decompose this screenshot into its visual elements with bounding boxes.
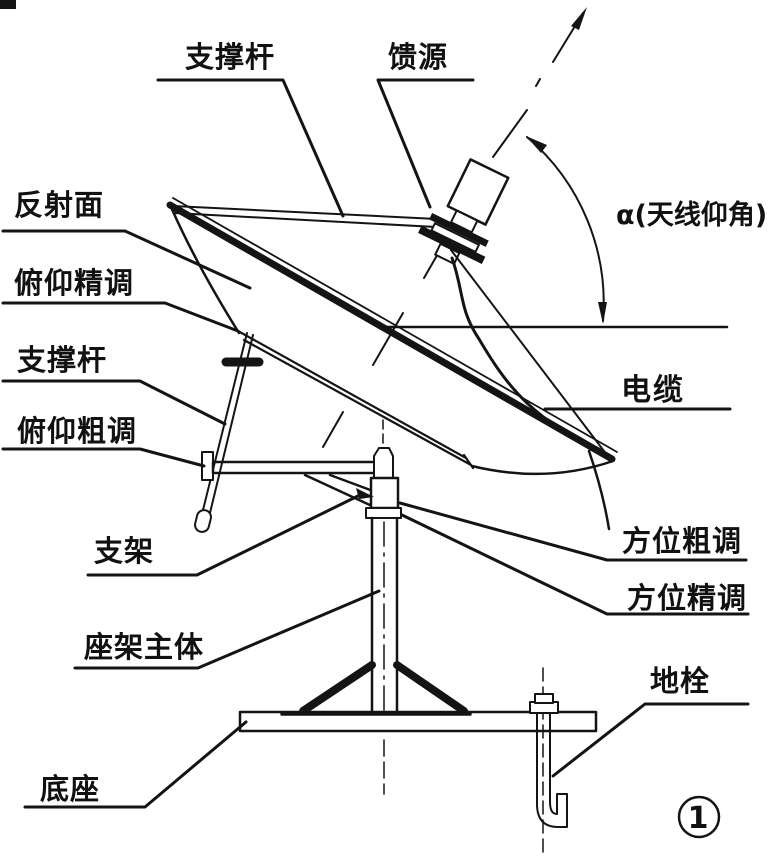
arc-arrowhead-bottom	[598, 302, 607, 324]
elevation-rod-end-cap	[194, 509, 212, 533]
elevation-arm	[211, 460, 376, 475]
ground-bolt-j-inner	[549, 711, 568, 815]
column-gusset-right	[393, 661, 468, 715]
leader-support-rod-left	[1, 379, 227, 426]
label-support-rod-left: 支撑杆	[17, 343, 107, 377]
leader-elevation-coarse	[1, 447, 206, 468]
leader-azimuth-fine	[400, 513, 750, 616]
leader-azimuth-coarse	[398, 501, 748, 562]
base-plate	[238, 710, 598, 733]
reflector-rim-band	[166, 201, 616, 463]
bracket-braces	[303, 473, 375, 508]
label-elevation-coarse: 俯仰粗调	[17, 414, 137, 448]
antenna-axis-centerline	[322, 12, 584, 448]
label-bracket: 支架	[94, 534, 154, 568]
leader-feed	[376, 78, 475, 209]
dish-back-beam	[236, 329, 475, 470]
leader-support-rod-top	[156, 78, 345, 218]
label-azimuth-coarse: 方位粗调	[622, 524, 742, 558]
cable-hanging-end	[587, 449, 611, 531]
arc-arrowhead-top	[526, 136, 547, 153]
label-ground-bolt: 地栓	[650, 664, 710, 698]
leader-elevation-fine	[1, 301, 240, 333]
feed-flange-3	[418, 225, 486, 264]
leader-reflector	[1, 229, 252, 290]
pedestal-top-cap	[373, 447, 394, 479]
pedestal-bracket-block	[369, 476, 400, 510]
azimuth-clamp-collar	[365, 507, 402, 519]
reflector-bowl-bottom-silhouette	[470, 459, 615, 476]
label-elevation-angle: α(天线仰角)	[616, 199, 767, 231]
label-reflector-surface: 反射面	[14, 188, 104, 222]
leader-bracket	[86, 492, 364, 577]
label-elevation-fine: 俯仰精调	[14, 266, 134, 300]
scan-artifact-corner	[0, 0, 16, 9]
elevation-angle-arc	[526, 136, 605, 322]
feed-support-rod	[172, 205, 438, 228]
label-azimuth-fine: 方位精调	[627, 581, 747, 615]
leader-lines	[1, 78, 750, 809]
ground-bolt-nut-upper	[534, 693, 554, 704]
reflector-rim-lip	[172, 197, 618, 453]
label-mount-main-body: 座架主体	[84, 630, 204, 664]
leader-ground-bolt	[551, 702, 750, 778]
feed-lower-strut	[450, 249, 608, 456]
callout-labels: 支撑杆 馈源 反射面 俯仰精调 支撑杆 俯仰粗调 支架 座架主体 底座 α(天线…	[14, 40, 767, 836]
label-cable: 电缆	[621, 373, 685, 408]
axis-arrowhead	[571, 7, 587, 30]
feed-horn-assembly	[418, 158, 510, 265]
feed-flange-1	[429, 213, 489, 247]
pedestal-column	[370, 516, 399, 714]
label-base: 底座	[40, 772, 100, 806]
ground-bolt-j-outer	[536, 711, 568, 828]
label-support-rod-top: 支撑杆	[185, 40, 275, 74]
figure-number-circle	[677, 795, 721, 839]
label-feed-source: 馈源	[388, 40, 448, 74]
figure-number-text: 1	[688, 801, 711, 836]
leader-base	[23, 720, 248, 809]
cable-run	[450, 256, 601, 451]
bracket-leader-arrowhead	[356, 488, 374, 499]
leader-mount-body	[73, 589, 381, 670]
column-gusset-left	[299, 661, 376, 715]
